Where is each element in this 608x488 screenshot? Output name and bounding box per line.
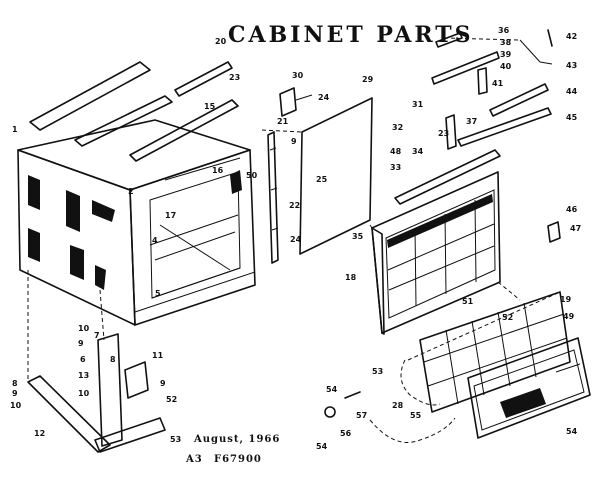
callout-1: 1 (12, 125, 18, 134)
footer-code: F67900 (214, 454, 262, 465)
callout-52: 52 (502, 313, 514, 322)
knob-56 (324, 406, 336, 418)
callout-49: 49 (563, 312, 575, 321)
footer-sheet: A3 (186, 454, 203, 465)
callout-35: 35 (352, 232, 364, 241)
callout-56: 56 (340, 429, 352, 438)
clip-47 (547, 221, 561, 243)
screw-53 (344, 391, 361, 399)
callout-50: 50 (246, 171, 258, 180)
callout-53: 53 (372, 367, 384, 376)
callout-37: 37 (466, 117, 478, 126)
callout-4: 4 (152, 236, 158, 245)
callout-22: 22 (289, 201, 301, 210)
callout-2: 2 (128, 187, 134, 196)
callout-24a: 24 (318, 93, 330, 102)
top-rail-23 (129, 99, 239, 162)
grille-top-rail-34 (394, 149, 501, 205)
rail-44 (489, 83, 549, 117)
callout-54b: 54 (316, 442, 328, 451)
callout-54a: 54 (326, 385, 338, 394)
callout-21: 21 (277, 117, 289, 126)
callout-18: 18 (345, 273, 357, 282)
callout-48: 48 (390, 147, 402, 156)
callout-54c: 54 (566, 427, 578, 436)
bracket-23b (445, 114, 457, 150)
front-grille-35 (371, 171, 501, 335)
rail-45 (457, 107, 552, 147)
callout-8b: 8 (12, 379, 18, 388)
footer-date: August, 1966 (194, 434, 281, 445)
callout-40: 40 (500, 62, 512, 71)
callout-9a: 9 (291, 137, 297, 146)
callout-34a: 34 (412, 147, 424, 156)
callout-31: 31 (412, 100, 424, 109)
callout-55: 55 (410, 411, 422, 420)
callout-9c: 9 (160, 379, 166, 388)
callout-57: 57 (356, 411, 368, 420)
callout-45: 45 (566, 113, 578, 122)
callout-29: 29 (362, 75, 374, 84)
callout-12: 12 (34, 429, 46, 438)
diagram-title: CABINET PARTS (228, 22, 474, 48)
callout-6: 6 (80, 355, 86, 364)
screw-42 (547, 29, 553, 47)
bracket-41 (477, 67, 488, 95)
cabinet-shell (17, 119, 256, 326)
filter-grid-55 (419, 291, 571, 413)
callout-11: 11 (152, 351, 164, 360)
callout-51: 51 (462, 297, 474, 306)
callout-47: 47 (570, 224, 582, 233)
callout-30: 30 (292, 71, 304, 80)
callout-20: 20 (215, 37, 227, 46)
callout-19: 19 (560, 295, 572, 304)
callout-17: 17 (165, 211, 177, 220)
callout-15: 15 (204, 102, 216, 111)
callout-7: 7 (94, 331, 100, 340)
top-rail-20 (174, 61, 233, 97)
small-bracket-30 (279, 87, 313, 117)
callout-16: 16 (212, 166, 224, 175)
top-rail-1 (29, 61, 151, 131)
callout-41: 41 (492, 79, 504, 88)
callout-32a: 32 (392, 123, 404, 132)
callout-13: 13 (78, 371, 90, 380)
support-bracket-12 (27, 333, 166, 453)
callout-10c: 10 (10, 401, 22, 410)
cord-58 (369, 359, 456, 443)
callout-5: 5 (155, 289, 161, 298)
callout-43: 43 (566, 61, 578, 70)
callout-38: 38 (500, 38, 512, 47)
front-frame-49 (467, 337, 591, 439)
callout-39: 39 (500, 50, 512, 59)
rail-39 (431, 51, 500, 85)
callout-10a: 10 (78, 324, 90, 333)
callout-46: 46 (566, 205, 578, 214)
top-rail-2 (74, 95, 173, 147)
callout-23b: 23 (438, 129, 450, 138)
callout-23: 23 (229, 73, 241, 82)
callout-36: 36 (498, 26, 510, 35)
callout-25: 25 (316, 175, 328, 184)
leader-lines (27, 37, 561, 382)
callout-58: 28 (392, 401, 404, 410)
callout-44: 44 (566, 87, 578, 96)
callout-52b: 52 (166, 395, 178, 404)
callout-9b: 9 (78, 339, 84, 348)
callout-53b: 53 (170, 435, 182, 444)
callout-10b: 10 (78, 389, 90, 398)
callout-24b: 24 (290, 235, 302, 244)
callout-42: 42 (566, 32, 578, 41)
callout-9d: 9 (12, 389, 18, 398)
side-panel-29 (299, 97, 373, 255)
callout-8a: 8 (110, 355, 116, 364)
callout-33: 33 (390, 163, 402, 172)
side-bracket-22 (267, 131, 279, 264)
